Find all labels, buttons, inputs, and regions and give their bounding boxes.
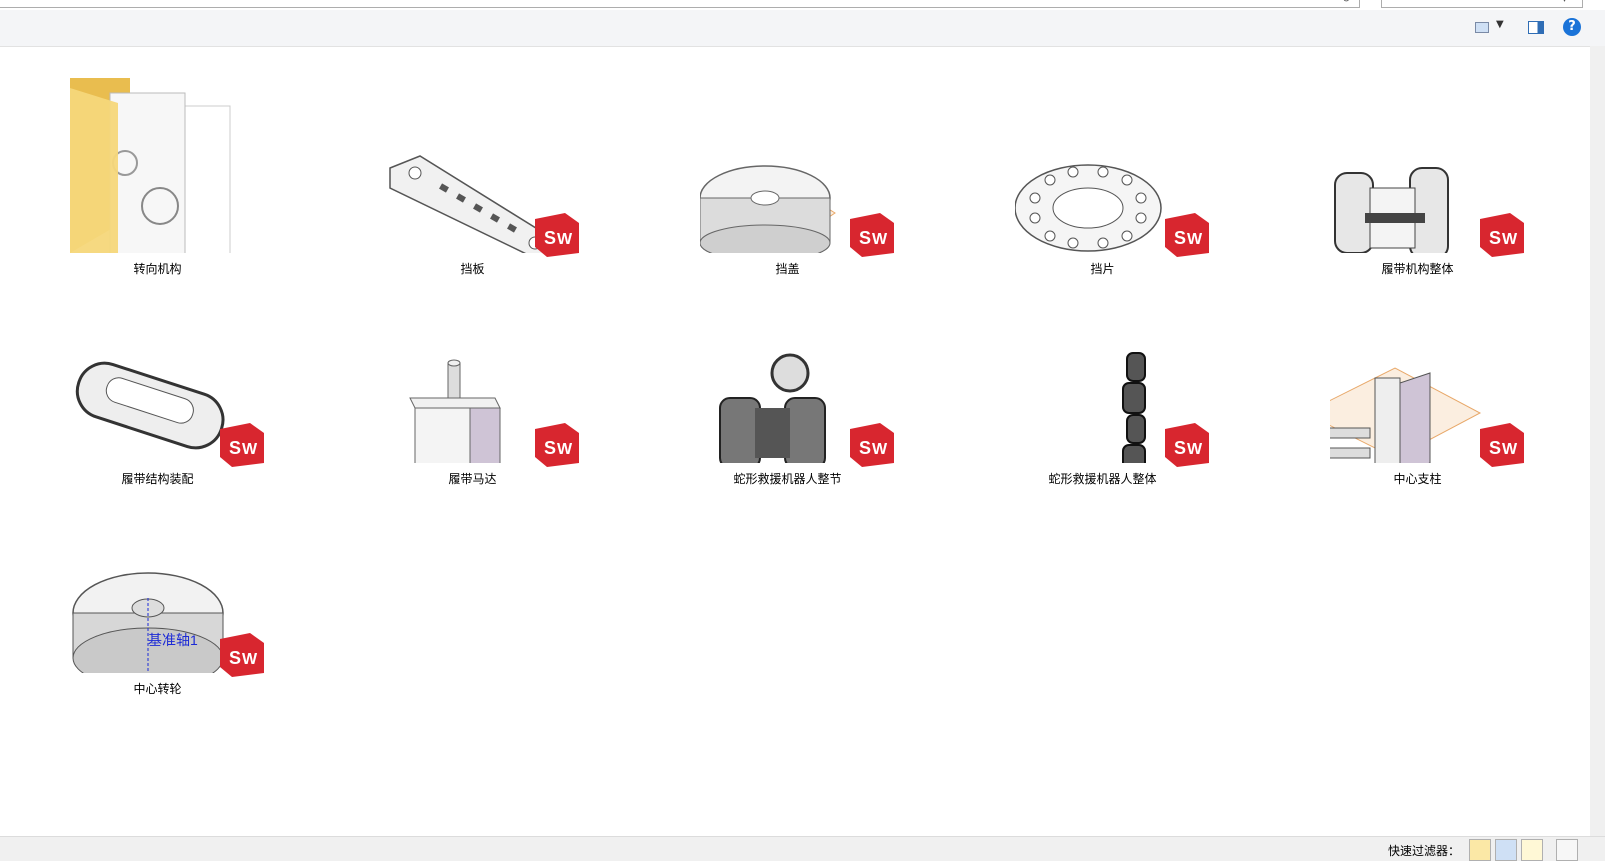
part-thumbnail bbox=[1303, 288, 1500, 474]
file-label: 履带马达 bbox=[448, 472, 497, 486]
svg-text:S: S bbox=[1174, 228, 1186, 248]
file-label: 蛇形救援机器人整节 bbox=[733, 472, 842, 486]
svg-text:S: S bbox=[859, 228, 871, 248]
svg-text:W: W bbox=[1502, 441, 1518, 458]
svg-text:S: S bbox=[229, 438, 241, 458]
filter-assembly-icon[interactable] bbox=[1495, 839, 1517, 861]
svg-text:S: S bbox=[1174, 438, 1186, 458]
file-label: 中心支柱 bbox=[1393, 472, 1442, 486]
toolbar: ▼ ? bbox=[0, 10, 1605, 47]
filter-drawing-icon[interactable] bbox=[1521, 839, 1543, 861]
chevron-down-icon[interactable]: ▼ bbox=[1496, 19, 1504, 30]
search-box[interactable] bbox=[1381, 0, 1583, 8]
svg-text:W: W bbox=[872, 231, 888, 248]
svg-text:S: S bbox=[1489, 438, 1501, 458]
assembly-thumbnail bbox=[1015, 288, 1185, 476]
svg-text:W: W bbox=[557, 231, 573, 248]
view-icon[interactable] bbox=[1475, 22, 1489, 33]
file-label: 挡片 bbox=[1090, 262, 1115, 276]
svg-text:W: W bbox=[1187, 441, 1203, 458]
file-label: 中心转轮 bbox=[133, 682, 182, 696]
quick-filter-label: 快速过滤器： bbox=[1388, 844, 1461, 858]
axis-annotation: 基准轴1 bbox=[148, 632, 198, 648]
folder-icon bbox=[70, 78, 240, 290]
preview-pane-icon[interactable] bbox=[1528, 21, 1544, 34]
part-thumbnail: 基准轴1 bbox=[70, 498, 240, 689]
part-thumbnail bbox=[1014, 78, 1185, 253]
scrollbar[interactable] bbox=[1590, 46, 1605, 836]
assembly-thumbnail bbox=[700, 288, 870, 469]
svg-text:W: W bbox=[1187, 231, 1203, 248]
refresh-icon[interactable]: ↻ bbox=[1342, 0, 1350, 5]
part-thumbnail bbox=[385, 288, 555, 489]
svg-text:W: W bbox=[242, 441, 258, 458]
address-bar[interactable] bbox=[0, 0, 1360, 8]
assembly-thumbnail bbox=[1330, 78, 1500, 259]
svg-text:W: W bbox=[872, 441, 888, 458]
file-label: 转向机构 bbox=[133, 262, 182, 276]
svg-text:S: S bbox=[859, 438, 871, 458]
svg-text:S: S bbox=[544, 438, 556, 458]
part-thumbnail bbox=[385, 78, 562, 264]
part-thumbnail bbox=[689, 78, 870, 264]
file-label: 蛇形救援机器人整体 bbox=[1048, 472, 1157, 486]
svg-text:S: S bbox=[229, 648, 241, 668]
filter-part-icon[interactable] bbox=[1469, 839, 1491, 861]
file-label: 履带结构装配 bbox=[121, 472, 194, 486]
svg-text:S: S bbox=[544, 228, 556, 248]
status-bar: 快速过滤器： bbox=[0, 836, 1605, 861]
svg-text:W: W bbox=[1502, 231, 1518, 248]
svg-text:W: W bbox=[557, 441, 573, 458]
file-label: 挡盖 bbox=[775, 262, 800, 276]
chevron-down-icon[interactable]: ▾ bbox=[1562, 0, 1567, 5]
file-label: 履带机构整体 bbox=[1381, 262, 1454, 276]
assembly-thumbnail bbox=[70, 288, 240, 463]
filter-top-level-icon[interactable] bbox=[1556, 839, 1578, 861]
file-item-steering[interactable]: 转向机构 bbox=[0, 78, 315, 290]
svg-text:S: S bbox=[1489, 228, 1501, 248]
help-icon[interactable]: ? bbox=[1563, 18, 1581, 36]
file-label: 挡板 bbox=[460, 262, 485, 276]
svg-text:W: W bbox=[242, 651, 258, 668]
